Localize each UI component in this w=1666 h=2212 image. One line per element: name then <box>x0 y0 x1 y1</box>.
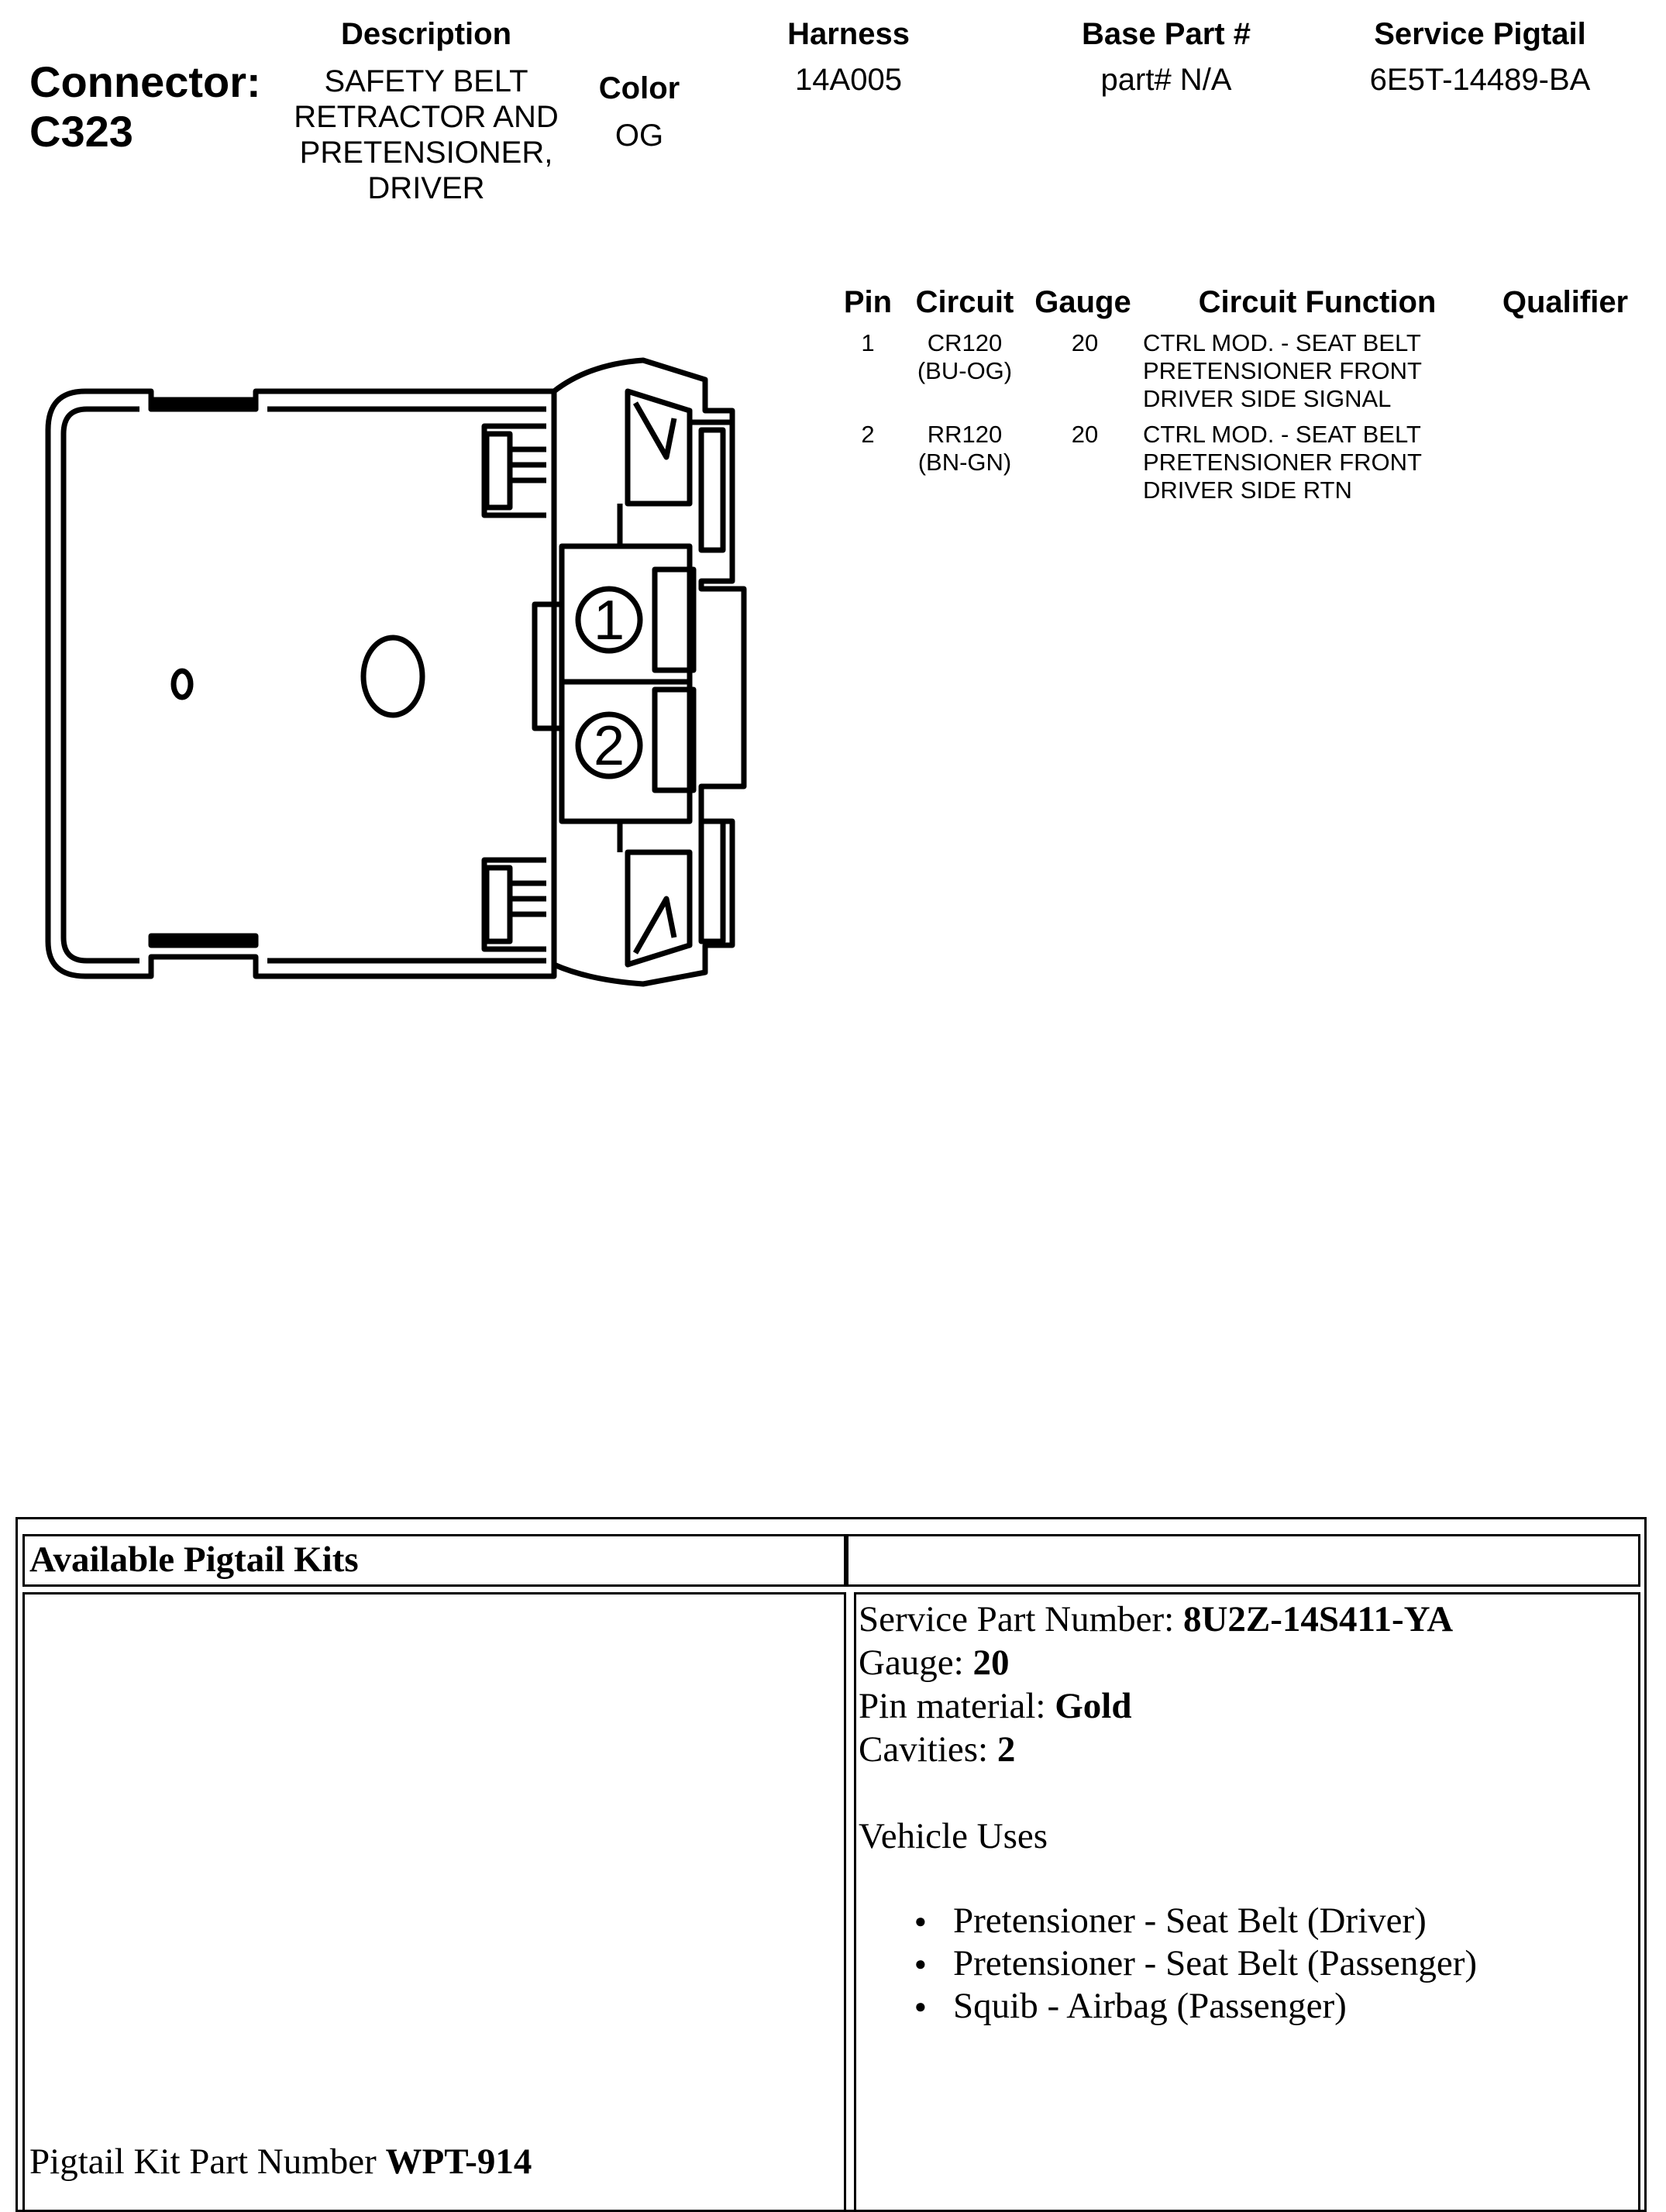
color-value: OG <box>614 119 664 153</box>
circuit-function-column-header: Circuit Function <box>1198 285 1437 319</box>
circuit-cell: RR120 (BN-GN) <box>917 421 1012 476</box>
list-item: Pretensioner - Seat Belt (Driver) <box>914 1900 1477 1942</box>
pigtail-kit-frame <box>15 1517 1647 2212</box>
pigtail-kit-part-number: Pigtail Kit Part Number WPT-914 <box>29 2141 532 2182</box>
connector-diagram: 1 2 <box>45 357 747 987</box>
circuit-column-header: Circuit <box>915 285 1014 319</box>
gauge-row: Gauge: 20 <box>859 1643 1010 1683</box>
vehicle-uses-list: Pretensioner - Seat Belt (Driver) Preten… <box>914 1900 1477 2028</box>
pigtail-image-cell <box>22 1592 846 2212</box>
connector-body-inner <box>60 406 546 964</box>
pigtail-heading: Available Pigtail Kits <box>29 1539 359 1580</box>
pin-column-header: Pin <box>843 285 893 319</box>
qualifier-column-header: Qualifier <box>1502 285 1629 319</box>
gauge-cell: 20 <box>1071 329 1099 356</box>
service-pigtail-value: 6E5T-14489-BA <box>1369 63 1591 97</box>
pigtail-heading-cell <box>22 1534 846 1587</box>
pin-1-label: 1 <box>594 590 625 652</box>
pigtail-details-cell <box>854 1592 1640 2212</box>
pin-number: 1 <box>861 329 875 356</box>
gauge-cell: 20 <box>1071 421 1099 448</box>
circuit-function-cell: CTRL MOD. - SEAT BELT PRETENSIONER FRONT… <box>1143 329 1422 412</box>
description-value: SAFETY BELT RETRACTOR AND PRETENSIONER, … <box>294 64 559 205</box>
base-part-header: Base Part # <box>1082 17 1251 51</box>
connector-id: C323 <box>29 107 133 156</box>
list-item: Pretensioner - Seat Belt (Passenger) <box>914 1942 1477 1985</box>
pin-2-label: 2 <box>594 715 625 777</box>
pin-number: 2 <box>861 421 875 448</box>
service-part-number: Service Part Number: 8U2Z-14S411-YA <box>859 1599 1454 1639</box>
service-pigtail-header: Service Pigtail <box>1374 17 1586 51</box>
circuit-function-cell: CTRL MOD. - SEAT BELT PRETENSIONER FRONT… <box>1143 421 1422 504</box>
base-part-value: part# N/A <box>1100 63 1232 97</box>
pigtail-heading-blank-cell <box>846 1534 1640 1587</box>
pigtail-details: Service Part Number: 8U2Z-14S411-YA Gaug… <box>859 1598 1453 1858</box>
harness-header: Harness <box>787 17 910 51</box>
connector-label: Connector: <box>29 57 261 106</box>
list-item: Squib - Airbag (Passenger) <box>914 1985 1477 2028</box>
gauge-column-header: Gauge <box>1034 285 1131 319</box>
vehicle-uses-label: Vehicle Uses <box>859 1816 1048 1856</box>
harness-value: 14A005 <box>795 63 902 97</box>
front-housing <box>551 357 747 987</box>
description-header: Description <box>340 17 512 51</box>
connector-body-outline <box>45 388 557 979</box>
circuit-cell: CR120 (BU-OG) <box>917 329 1013 384</box>
pin-material-row: Pin material: Gold <box>859 1686 1132 1726</box>
cavities-row: Cavities: 2 <box>859 1729 1016 1770</box>
color-header: Color <box>598 71 680 105</box>
